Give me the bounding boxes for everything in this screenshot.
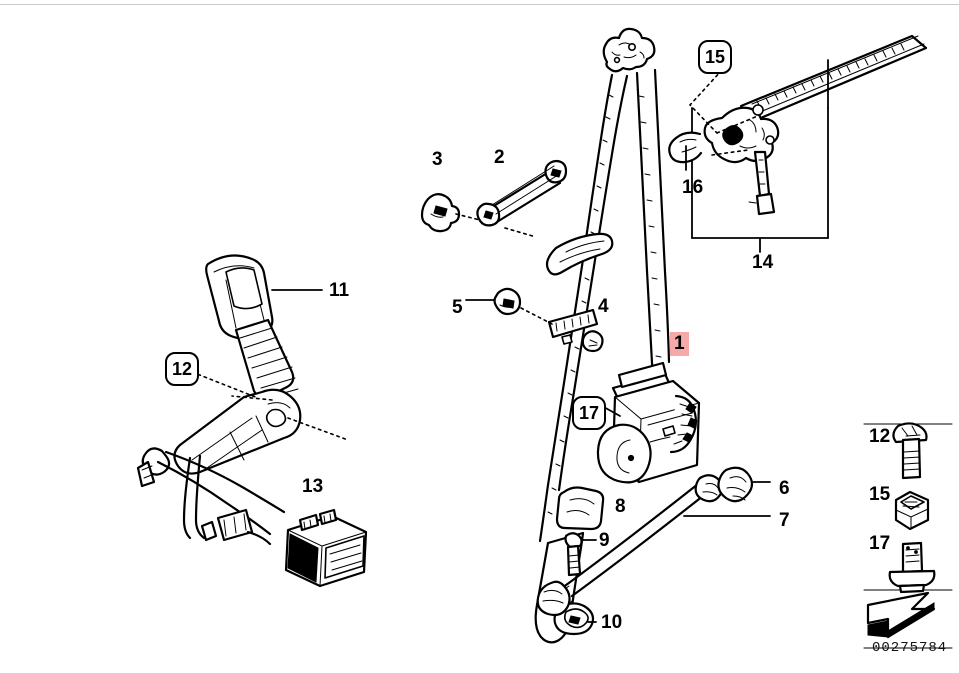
belt-webbing-right-edge2 <box>653 68 671 364</box>
callout-label-4[interactable]: 4 <box>598 296 609 317</box>
belt-webbing-right-edge <box>635 71 655 389</box>
callout-label-14[interactable]: 14 <box>752 252 774 273</box>
part-15-leader-dotted <box>688 69 723 134</box>
callout-circle-12[interactable]: 12 <box>165 352 199 386</box>
legend-number-17[interactable]: 17 <box>869 533 891 554</box>
callout-label-5[interactable]: 5 <box>452 297 463 318</box>
part-2-adjuster-rod-art <box>476 159 568 227</box>
part-7-anchor-strap-art <box>536 466 754 617</box>
legend-icon-arrow-block <box>866 591 936 639</box>
belt-guide-loop-art <box>545 232 614 276</box>
callout-label-8[interactable]: 8 <box>615 496 626 517</box>
callout-label-11[interactable]: 11 <box>329 280 350 301</box>
callout-circle-17[interactable]: 17 <box>572 396 606 430</box>
part-11-buckle-art <box>173 254 302 475</box>
legend-icon-flange-bolt <box>888 541 936 594</box>
part-13-connector-art <box>284 508 368 588</box>
callout-circle-15[interactable]: 15 <box>698 40 732 74</box>
part-12-leader-dotted-3 <box>287 417 349 441</box>
part-8-trim-cover-art <box>555 486 605 531</box>
callout-label-13[interactable]: 13 <box>302 476 324 497</box>
part-2-leader-dotted <box>504 227 537 238</box>
part-5-leader-dotted <box>520 307 553 325</box>
callout-label-9[interactable]: 9 <box>599 530 610 551</box>
part-5-bolt-art <box>493 287 522 316</box>
callout-label-10[interactable]: 10 <box>601 612 623 633</box>
part-3-bolt-art <box>420 192 461 233</box>
part-12-leader-dotted <box>191 371 259 399</box>
belt-clamp-art <box>547 308 599 345</box>
callout-label-2[interactable]: 2 <box>494 147 505 168</box>
part-15-leader-dotted-lower <box>716 114 761 134</box>
callout-label-6[interactable]: 6 <box>779 478 790 499</box>
diagram-part-number: 00275784 <box>872 640 948 656</box>
small-bolt-head-art <box>581 330 604 353</box>
legend-number-12[interactable]: 12 <box>869 426 891 447</box>
callout-label-16[interactable]: 16 <box>682 177 704 198</box>
upper-belt-anchor-art <box>602 27 656 73</box>
part-1-retractor-art <box>596 361 701 484</box>
legend-icon-hex-nut <box>894 490 930 531</box>
legend-icon-hex-head-bolt <box>892 422 928 480</box>
part-12-wiring-art <box>136 447 286 546</box>
part-9-bolt-art <box>564 532 583 577</box>
belt-webbing-left-edge <box>538 73 614 543</box>
part-12-leader-dotted-2 <box>231 395 273 401</box>
legend-art <box>863 422 953 649</box>
part-14-detail-group-art <box>668 34 928 253</box>
top-divider-rule <box>0 4 959 5</box>
belt-webbing-left-edge2 <box>557 74 629 492</box>
callout-label-1[interactable]: 1 <box>670 332 689 356</box>
callout-label-3[interactable]: 3 <box>432 149 443 170</box>
callout-label-7[interactable]: 7 <box>779 510 790 531</box>
part-16-leader-dotted <box>711 149 749 156</box>
legend-number-15[interactable]: 15 <box>869 484 891 505</box>
